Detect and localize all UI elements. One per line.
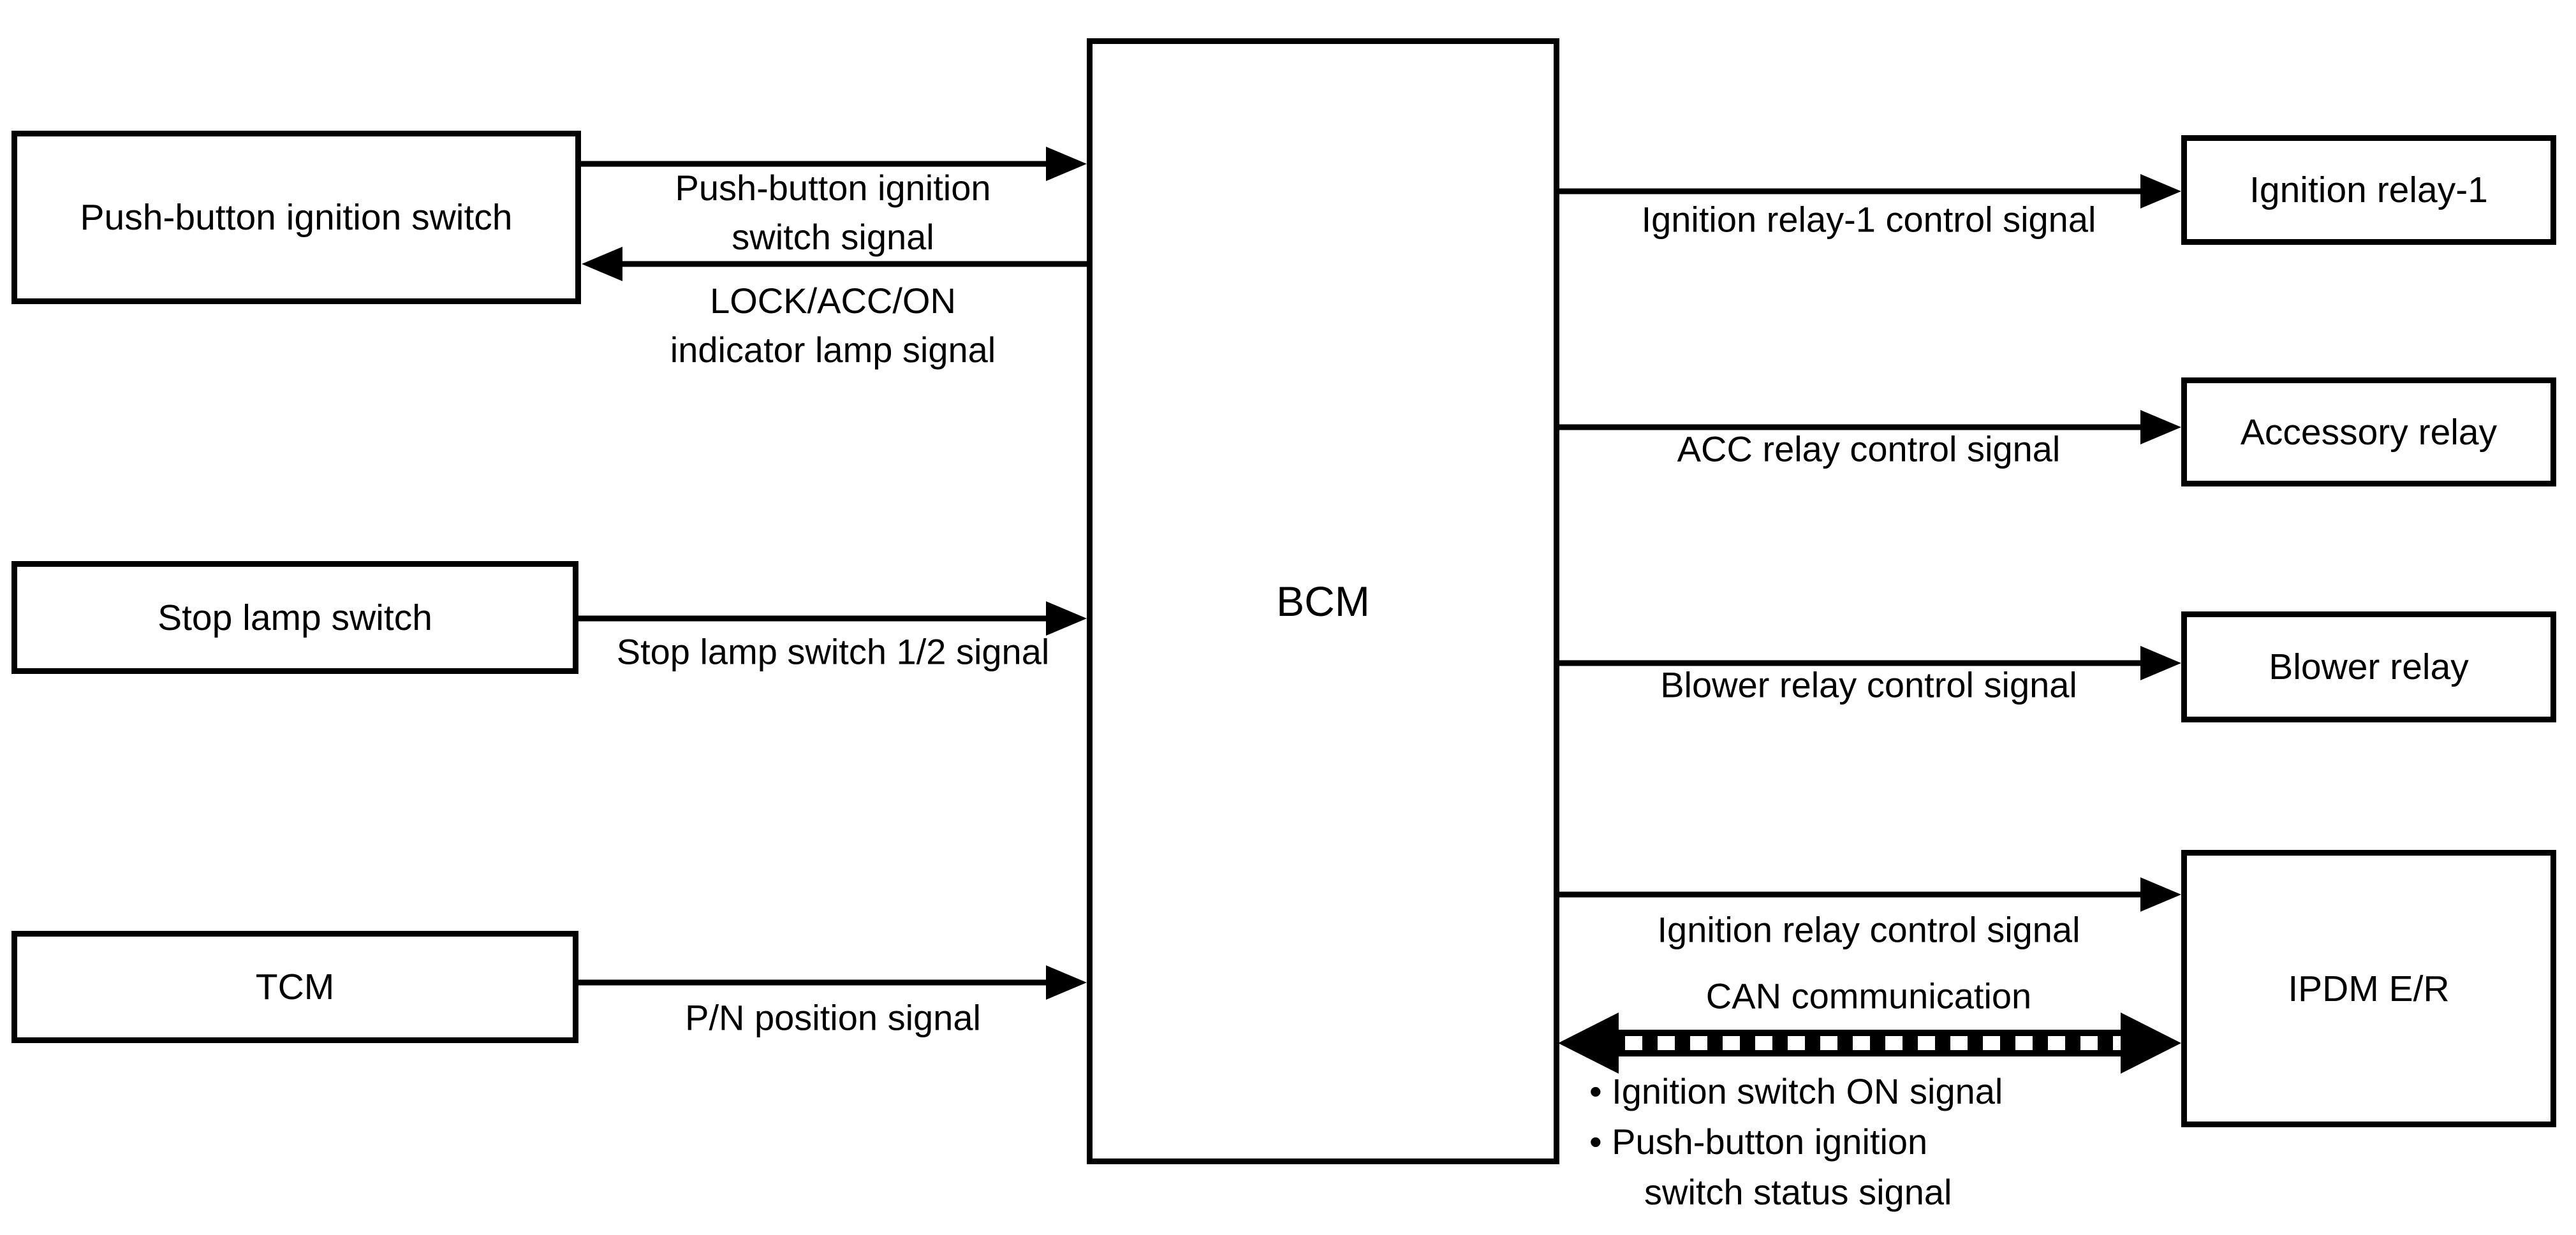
node-bcm: BCM	[1087, 38, 1559, 1164]
node-accessory-relay: Accessory relay	[2181, 377, 2556, 486]
edge-label-blower-relay-control-signal: Blower relay control signal	[1660, 661, 2077, 710]
node-label: BCM	[1276, 578, 1370, 625]
node-label: Blower relay	[2269, 647, 2469, 687]
edge-label-line: Blower relay control signal	[1660, 664, 2077, 705]
edge-label-line: ACC relay control signal	[1677, 428, 2061, 469]
edge-label-line: P/N position signal	[685, 997, 981, 1038]
node-label: Stop lamp switch	[158, 597, 432, 638]
edge-label-line: LOCK/ACC/ON	[710, 281, 956, 321]
node-label: TCM	[255, 967, 335, 1007]
edge-label-line: Stop lamp switch 1/2 signal	[616, 631, 1050, 672]
edge-label-line: switch signal	[732, 217, 934, 257]
arrow-tcm-to-bcm	[577, 965, 1087, 1000]
edge-label-push-button-ignition-switch-signal: Push-button ignition switch signal	[675, 163, 990, 261]
arrow-bcm-to-accessory-relay	[1558, 410, 2181, 444]
edge-label-can-communication: CAN communication	[1706, 972, 2031, 1021]
edge-label-stop-lamp-switch-signal: Stop lamp switch 1/2 signal	[617, 627, 1050, 676]
node-label: Push-button ignition switch	[80, 197, 513, 238]
arrow-bcm-to-push	[582, 247, 1088, 281]
node-stop-lamp-switch: Stop lamp switch	[11, 561, 578, 674]
node-blower-relay: Blower relay	[2181, 611, 2556, 722]
arrow-bcm-to-blower-relay	[1558, 646, 2181, 680]
edge-label-line: Ignition relay-1 control signal	[1641, 199, 2096, 240]
node-push-button-ignition-switch: Push-button ignition switch	[11, 131, 581, 304]
arrow-push-to-bcm	[579, 147, 1087, 181]
edge-label-line: Push-button ignition	[675, 168, 991, 208]
edge-label-lock-acc-on-indicator-lamp-signal: LOCK/ACC/ON indicator lamp signal	[670, 276, 996, 374]
arrow-bcm-to-ignition-relay-1	[1558, 174, 2181, 208]
node-ipdm-er: IPDM E/R	[2181, 850, 2556, 1127]
arrow-can-communication	[1558, 1012, 2181, 1074]
edge-label-acc-relay-control-signal: ACC relay control signal	[1677, 425, 2061, 474]
bullet-item-continuation: switch status signal	[1644, 1172, 1952, 1212]
can-signal-bullet-list: • Ignition switch ON signal • Push-butto…	[1589, 1066, 2003, 1217]
bullet-item: • Push-button ignition	[1589, 1122, 1928, 1162]
edge-label-ignition-relay-control-signal: Ignition relay control signal	[1657, 905, 2080, 954]
node-label: IPDM E/R	[2288, 968, 2450, 1009]
edge-label-line: Ignition relay control signal	[1657, 909, 2080, 950]
node-tcm: TCM	[11, 931, 578, 1043]
edge-label-pn-position-signal: P/N position signal	[685, 993, 981, 1042]
edge-label-line: indicator lamp signal	[670, 330, 996, 370]
edge-label-ignition-relay-1-control-signal: Ignition relay-1 control signal	[1642, 195, 2096, 244]
edge-label-line: CAN communication	[1705, 976, 2032, 1016]
node-label: Ignition relay-1	[2249, 170, 2488, 210]
arrow-bcm-to-ipdm	[1558, 877, 2181, 912]
arrow-stop-to-bcm	[577, 601, 1087, 636]
node-label: Accessory relay	[2240, 411, 2498, 453]
bullet-item: • Ignition switch ON signal	[1589, 1071, 2003, 1111]
node-ignition-relay-1: Ignition relay-1	[2181, 135, 2556, 245]
